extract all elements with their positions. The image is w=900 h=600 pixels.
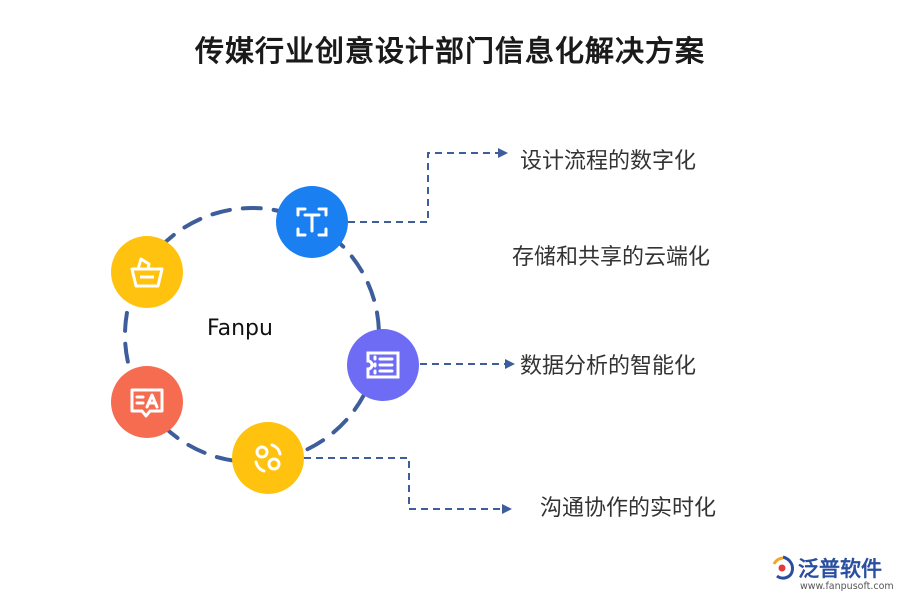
item-label-3: 数据分析的智能化: [520, 354, 697, 379]
logo-url: www.fanpusoft.com: [800, 581, 894, 592]
center-label: Fanpu: [207, 316, 273, 341]
item-label-2: 存储和共享的云端化: [512, 245, 711, 270]
fanpu-logo-icon: [772, 555, 794, 580]
arrowhead-4: [502, 504, 512, 514]
text-frame-icon: [276, 186, 348, 258]
arrowhead-3: [505, 359, 515, 369]
connector-1: [348, 152, 498, 223]
arrowhead-1: [498, 148, 508, 158]
item-label-4: 沟通协作的实时化: [540, 496, 717, 521]
logo-brand: 泛普软件: [798, 557, 882, 581]
translate-icon: [111, 366, 183, 438]
sync-chat-icon: [232, 422, 304, 494]
fanpu-logo: 泛普软件 www.fanpusoft.com: [770, 553, 895, 598]
basket-icon: [111, 236, 183, 308]
item-label-1: 设计流程的数字化: [520, 149, 697, 174]
connector-4: [304, 457, 502, 510]
page-title: 传媒行业创意设计部门信息化解决方案: [194, 34, 705, 68]
ticket-list-icon: [347, 329, 419, 401]
